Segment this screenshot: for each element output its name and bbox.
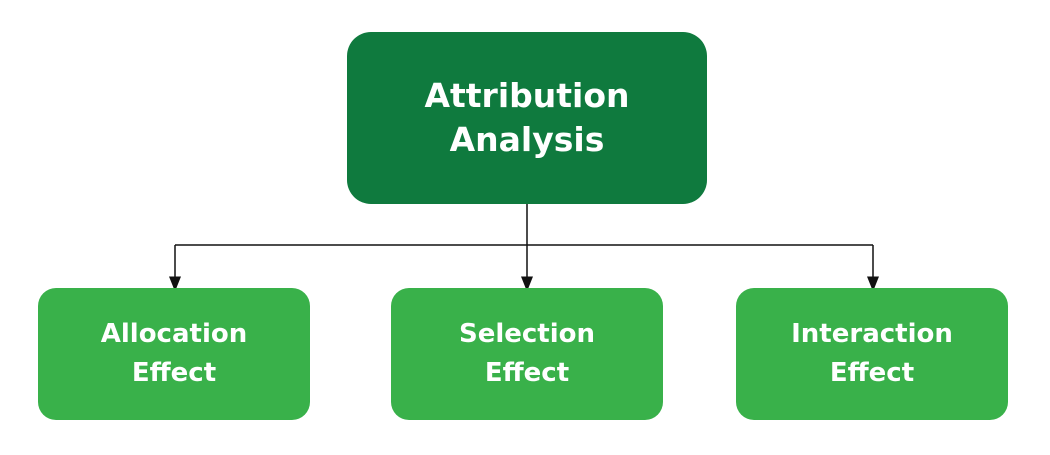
child-node-allocation-effect: Allocation Effect: [38, 288, 310, 420]
selection-label-line-1: Selection: [458, 319, 596, 349]
selection-label-line-2: Effect: [484, 358, 570, 388]
interaction-label-line-1: Interaction: [791, 319, 953, 349]
child-node-interaction-effect: Interaction Effect: [736, 288, 1008, 420]
interaction-label-line-2: Effect: [829, 358, 915, 388]
child-node-selection-effect: Selection Effect: [391, 288, 663, 420]
root-label-line-1: Attribution: [424, 76, 630, 115]
root-label-line-2: Analysis: [449, 120, 605, 159]
root-node-attribution-analysis: Attribution Analysis: [347, 32, 707, 204]
allocation-label-line-1: Allocation: [100, 319, 248, 349]
allocation-label-line-2: Effect: [131, 358, 217, 388]
